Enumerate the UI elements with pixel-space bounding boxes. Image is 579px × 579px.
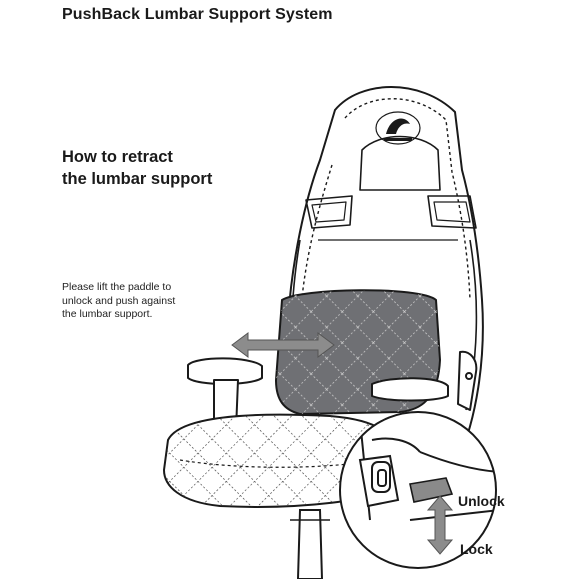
- page-title: PushBack Lumbar Support System: [62, 6, 333, 23]
- instruction-line-3: the lumbar support.: [62, 308, 153, 320]
- instruction-line-1: Please lift the paddle to: [62, 281, 172, 293]
- section-heading: How to retract the lumbar support: [62, 146, 282, 190]
- push-arrow: [231, 332, 335, 358]
- heading-line-2: the lumbar support: [62, 170, 213, 188]
- lock-paddle: [409, 477, 454, 503]
- heading-line-1: How to retract: [62, 148, 173, 166]
- instruction-line-2: unlock and push against: [62, 294, 176, 307]
- up-down-arrow: [426, 495, 454, 555]
- right-armrest: [371, 350, 478, 411]
- zoom-callout: [339, 411, 497, 569]
- instruction-text: Please lift the paddle to unlock and pus…: [62, 281, 242, 322]
- lock-label: Lock: [460, 541, 493, 557]
- brand-logo: [375, 111, 421, 145]
- chair-base: [290, 509, 330, 579]
- unlock-label: Unlock: [458, 493, 505, 509]
